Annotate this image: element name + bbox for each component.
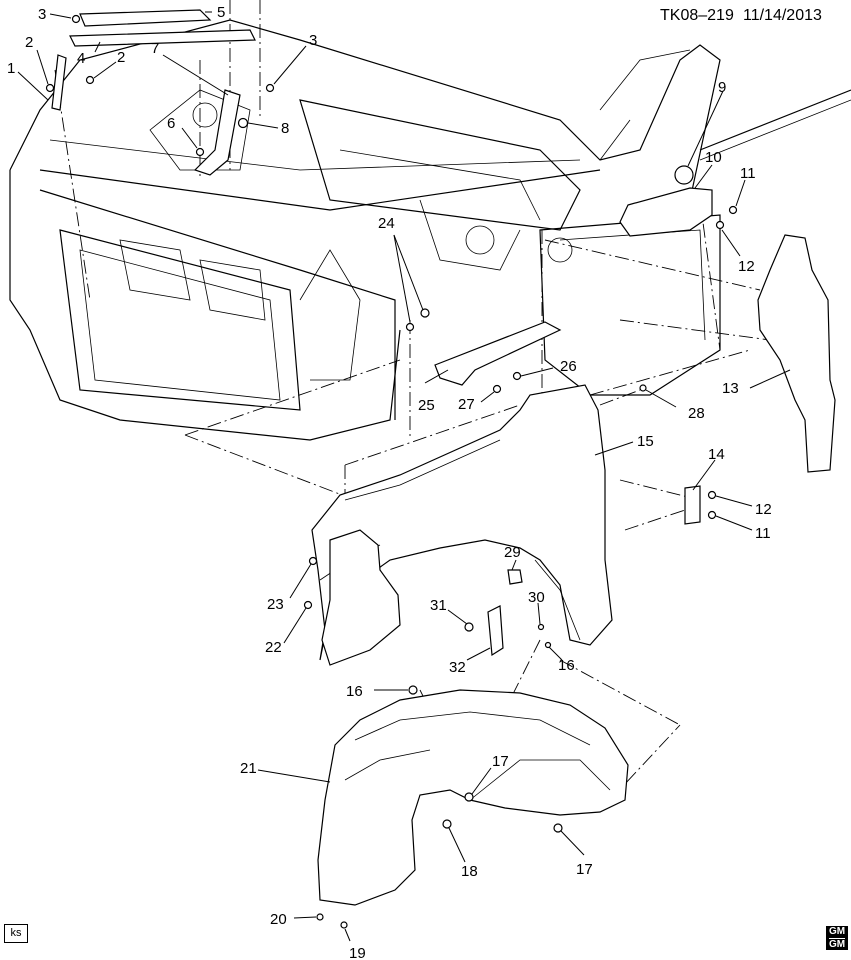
part-14-bracket [684,485,701,525]
callout-11b: 11 [755,525,771,542]
fastener-19 [340,921,348,929]
fastener-6 [195,147,205,157]
fastener-3a [71,14,81,24]
fastener-18 [442,819,452,829]
callout-14: 14 [708,446,725,463]
callout-3a: 3 [38,6,46,23]
callout-13: 13 [722,380,739,397]
callout-2b: 2 [117,49,125,66]
fastener-12a [715,220,725,230]
fastener-24b [405,322,415,332]
gm-logo-bottom: GM [829,938,846,950]
callout-15: 15 [637,433,654,450]
part-10-bracket [619,187,713,237]
gm-logo-icon: GM GM [826,926,848,950]
callout-5: 5 [217,4,225,21]
part-15-fender-bracket [321,529,401,666]
fastener-22 [303,600,313,610]
callout-labels: 1 2 2 3 3 4 5 6 7 8 9 10 11 11 12 12 13 … [7,4,772,960]
callout-8: 8 [281,120,289,137]
callout-25: 25 [418,397,435,414]
diagram-date: 11/14/2013 [743,7,822,24]
callout-26: 26 [560,358,577,375]
callout-1: 1 [7,60,15,77]
callout-16b: 16 [346,683,363,700]
callout-10: 10 [705,149,722,166]
callout-12b: 12 [755,501,772,518]
fastener-2b [85,75,95,85]
fastener-12b [707,490,717,500]
callout-31: 31 [430,597,447,614]
callout-2a: 2 [25,34,33,51]
fastener-17a [464,792,474,802]
callout-27: 27 [458,396,475,413]
diagram-reference: TK08–219 [660,7,734,24]
part-1-brace [51,54,67,111]
fasteners [45,14,738,929]
callout-24: 24 [378,215,395,232]
callout-4: 4 [77,50,85,67]
fastener-31 [464,622,474,632]
callout-32: 32 [449,659,466,676]
fastener-11b [707,510,717,520]
callout-22: 22 [265,639,282,656]
callout-9: 9 [718,79,726,96]
fastener-16b [408,685,418,695]
fastener-28 [639,384,647,392]
callout-29: 29 [504,544,521,561]
fastener-26 [512,371,522,381]
callout-17b: 17 [576,861,593,878]
callout-7: 7 [151,40,159,57]
callout-28: 28 [688,405,705,422]
leader-lines [17,11,791,942]
artist-code-box: ks [4,924,28,943]
callout-21: 21 [240,760,257,777]
fastener-27 [492,384,502,394]
fastener-8 [237,117,249,129]
callout-11a: 11 [740,165,756,182]
part-29-clip [507,569,523,585]
front-end-body-structure [9,19,851,441]
callout-3b: 3 [309,32,317,49]
fastener-20 [316,913,324,921]
fastener-16a [544,641,552,649]
callout-30: 30 [528,589,545,606]
callout-23: 23 [267,596,284,613]
callout-17a: 17 [492,753,509,770]
part-32-bracket [487,605,504,657]
part-4-tie-bar [69,29,256,47]
callout-19: 19 [349,945,366,960]
part-7-latch-support [193,89,241,176]
fastener-23 [308,556,318,566]
fastener-11a [728,205,738,215]
fastener-30 [537,623,545,631]
part-5-upper-bar [79,9,212,27]
callout-6: 6 [167,115,175,132]
fastener-17b [553,823,563,833]
callout-16a: 16 [558,657,575,674]
part-9-plug [674,165,694,185]
part-13-insulator [757,234,836,473]
fastener-2a [45,83,55,93]
callout-20: 20 [270,911,287,928]
fastener-24a [420,308,430,318]
fastener-3b [265,83,275,93]
callout-18: 18 [461,863,478,880]
callout-12a: 12 [738,258,755,275]
part-25-fender-support [434,321,562,386]
gm-logo-top: GM [828,926,846,937]
